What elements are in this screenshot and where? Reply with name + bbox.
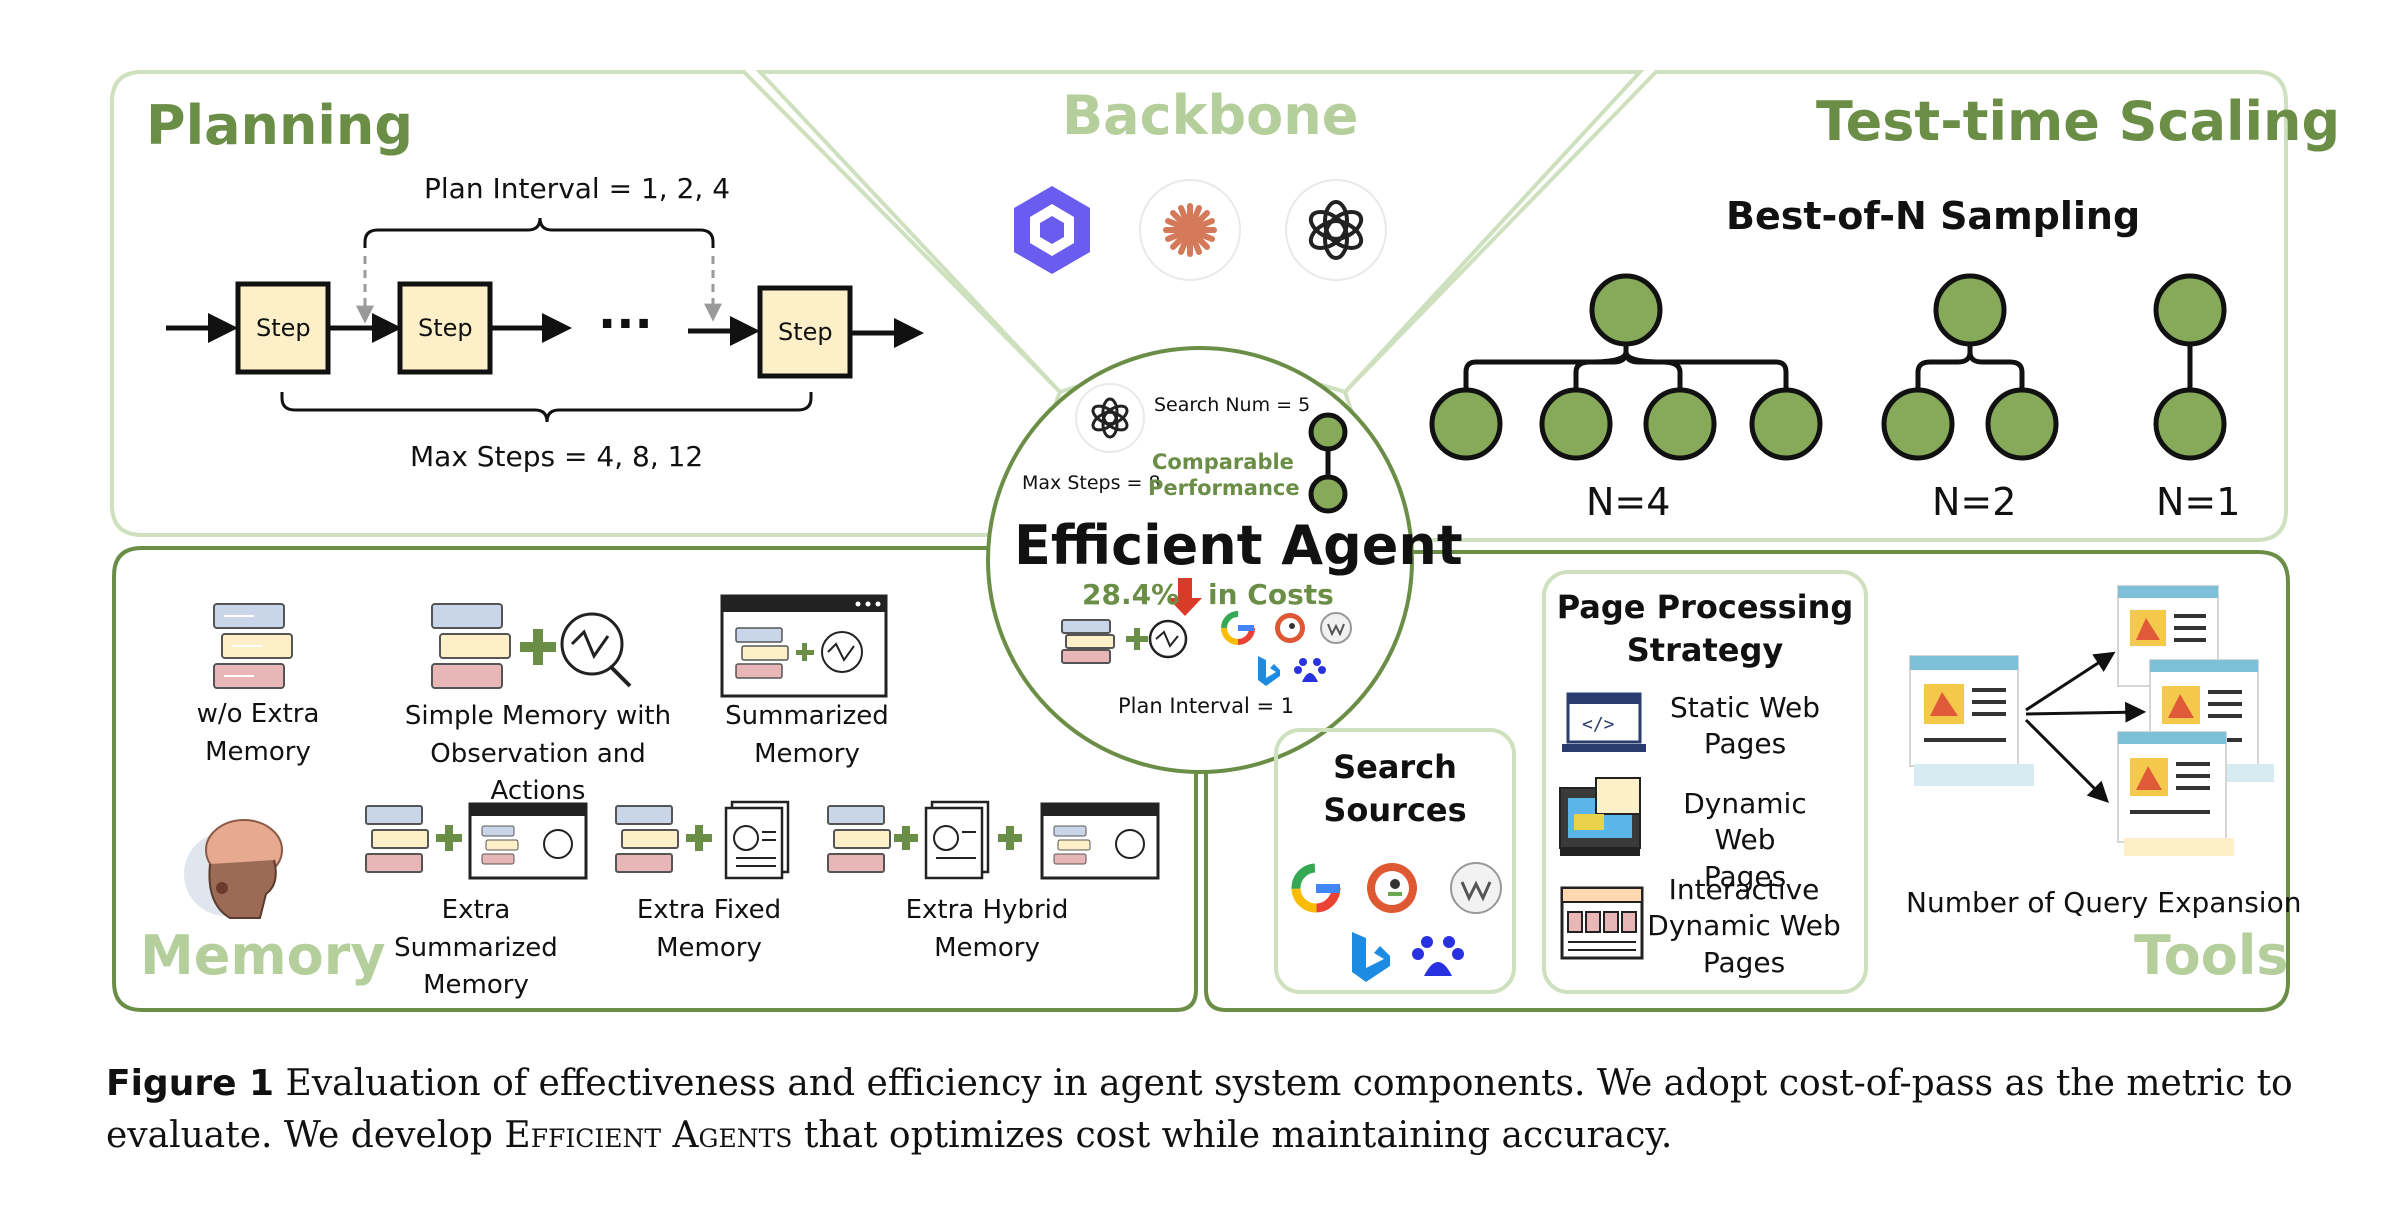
- interactive-pages-label: Interactive Dynamic Web Pages: [1647, 873, 1841, 979]
- agent-baidu-icon: [1294, 658, 1326, 682]
- test-time-scaling-panel: [1342, 70, 2288, 542]
- tree-n4: [1429, 273, 1823, 461]
- agent-openai-icon: [1075, 383, 1145, 453]
- max-steps-label: Max Steps = 4, 8, 12: [410, 440, 704, 473]
- query-source-page-icon: [1909, 655, 2034, 786]
- memory-title: Memory: [140, 924, 386, 987]
- bing-icon: [1352, 932, 1390, 982]
- agent-tree-icon: [1308, 412, 1348, 514]
- plan-interval-brace: [363, 217, 715, 248]
- steps-ellipsis: ···: [598, 296, 653, 352]
- tree-n2: [1881, 273, 2059, 461]
- extra-fixed-memory-icon: [615, 800, 790, 880]
- n2-label: N=2: [1932, 480, 2017, 524]
- search-sources-box: [1274, 728, 1516, 994]
- efficient-agent-title: Efficient Agent: [1014, 514, 1463, 577]
- backbone-title: Backbone: [1062, 84, 1359, 147]
- dynamic-page-icon: [1559, 777, 1641, 856]
- cost-down-arrow-icon: [1168, 578, 1202, 616]
- simple-memory-label: Simple Memory with Observation and Actio…: [404, 701, 672, 807]
- summarized-memory-label: Summarized Memory: [725, 701, 889, 769]
- agent-duckduckgo-icon: [1275, 613, 1305, 643]
- max-steps-brace: [280, 392, 813, 423]
- agent-memory-icon: [1061, 619, 1188, 664]
- caption-agent-name: Efficient Agents: [504, 1115, 793, 1156]
- n1-label: N=1: [2156, 480, 2241, 524]
- wo-extra-memory-label: w/o Extra Memory: [196, 699, 320, 767]
- caption-text-2: that optimizes cost while maintaining ac…: [803, 1115, 1673, 1156]
- step-box-2: [397, 281, 493, 375]
- interactive-page-icon: [1560, 886, 1644, 960]
- wikipedia-icon: [1450, 862, 1502, 914]
- step-label-1: Step: [256, 314, 311, 342]
- comparable-label: Comparable: [1152, 450, 1294, 474]
- svg-text:</>: </>: [1582, 714, 1615, 735]
- query-arrow-mid: [2025, 701, 2147, 723]
- figure-label: Figure 1: [106, 1063, 275, 1104]
- claude-icon: [1139, 179, 1241, 281]
- step-label-2: Step: [418, 314, 473, 342]
- figure-caption: Figure 1 Evaluation of effectiveness and…: [106, 1058, 2296, 1162]
- agent-google-icon: [1221, 611, 1255, 645]
- extra-summarized-memory-icon: [365, 802, 588, 880]
- test-time-scaling-title: Test-time Scaling: [1816, 90, 2341, 153]
- best-of-n-title: Best-of-N Sampling: [1726, 194, 2141, 238]
- page-processing-title: Page Processing Strategy: [1556, 588, 1854, 670]
- extra-hybrid-memory-label: Extra Hybrid Memory: [905, 895, 1069, 963]
- caption-text-1: Evaluation of effectiveness and efficien…: [106, 1063, 2293, 1156]
- planning-panel: [110, 70, 1063, 537]
- brain-head-icon: [184, 819, 283, 919]
- code-laptop-icon: </>: [1562, 692, 1646, 752]
- step-label-3: Step: [778, 318, 833, 346]
- dynamic-pages-label: Dynamic Web Pages: [1683, 787, 1807, 893]
- openai-icon: [1285, 179, 1387, 281]
- planning-title: Planning: [146, 94, 414, 157]
- efficient-agent-circle: [986, 346, 1414, 774]
- plan-interval-label: Plan Interval = 1, 2, 4: [424, 172, 731, 205]
- agent-max-steps-label: Max Steps = 8: [1022, 472, 1161, 494]
- n4-label: N=4: [1586, 480, 1671, 524]
- query-arrow-top: [2025, 651, 2116, 712]
- query-page-bottom-icon: [2117, 731, 2234, 856]
- step-box-1: [235, 281, 331, 375]
- query-arrow-bottom: [2024, 718, 2109, 803]
- step-box-3: [757, 285, 853, 379]
- summarized-memory-window-icon: [720, 594, 888, 698]
- search-num-label: Search Num = 5: [1154, 394, 1311, 416]
- performance-label: Performance: [1148, 476, 1300, 500]
- query-expansion-label: Number of Query Expansion: [1906, 886, 2302, 919]
- memory-stack-icon: [213, 603, 293, 689]
- duckduckgo-icon: [1367, 863, 1417, 913]
- extra-summarized-memory-label: Extra Summarized Memory: [394, 895, 558, 1001]
- qwen-icon: [1014, 186, 1090, 274]
- memory-plus-observation-icon: [431, 603, 632, 689]
- search-sources-title: Search Sources: [1323, 748, 1467, 830]
- tools-title: Tools: [2134, 924, 2289, 987]
- cost-text-label: in Costs: [1208, 578, 1334, 611]
- google-icon: [1291, 863, 1341, 913]
- baidu-icon: [1412, 936, 1464, 976]
- agent-bing-icon: [1258, 656, 1280, 686]
- tree-n1: [2153, 273, 2227, 461]
- extra-fixed-memory-label: Extra Fixed Memory: [636, 895, 782, 963]
- page-processing-box: [1542, 570, 1868, 994]
- static-pages-label: Static Web Pages: [1669, 691, 1820, 761]
- extra-hybrid-memory-icon: [827, 800, 1160, 880]
- agent-plan-interval-label: Plan Interval = 1: [1118, 694, 1295, 718]
- cost-percent-label: 28.4%: [1082, 578, 1180, 611]
- agent-wikipedia-icon: [1320, 612, 1352, 644]
